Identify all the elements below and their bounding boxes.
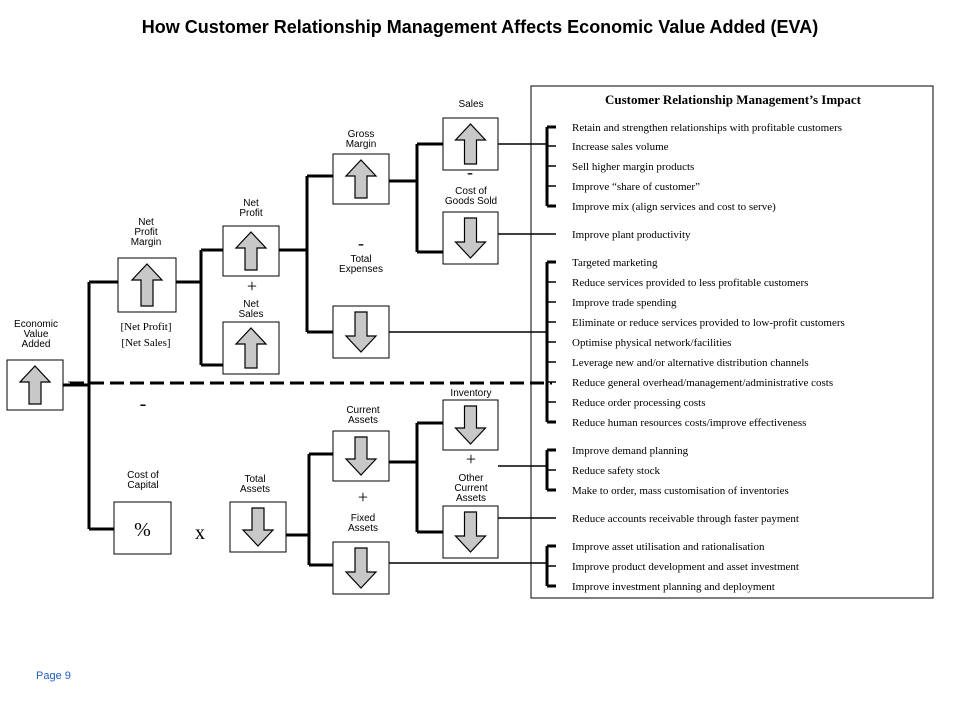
net-sales-node — [222, 321, 280, 375]
page-title: How Customer Relationship Management Aff… — [142, 17, 818, 37]
arrow-up-icon — [234, 327, 268, 369]
total-expenses-node — [332, 305, 390, 359]
impact-panel — [530, 85, 934, 599]
impact-item-inventory: Reduce safety stock — [572, 465, 660, 477]
net-profit-margin-node — [117, 257, 177, 313]
impact-item-inventory: Improve demand planning — [572, 445, 689, 457]
other-current-assets-node — [442, 505, 499, 559]
plus-operator-total-assets: + — [358, 487, 368, 507]
impact-item-expenses: Eliminate or reduce services provided to… — [572, 317, 845, 329]
impact-panel-title: Customer Relationship Management’s Impac… — [605, 92, 862, 107]
arrow-down-icon — [344, 436, 378, 476]
arrow-up-icon — [130, 263, 164, 307]
impact-item-expenses: Reduce order processing costs — [572, 397, 706, 409]
inventory-node — [442, 399, 499, 451]
sales-label: Sales — [458, 99, 483, 110]
impact-item-expenses: Leverage new and/or alternative distribu… — [572, 357, 809, 369]
impact-item-fixed: Improve investment planning and deployme… — [572, 581, 775, 593]
gross-margin-node — [332, 153, 390, 205]
cost-of-capital-box — [113, 501, 172, 555]
impact-item-inventory: Make to order, mass customisation of inv… — [572, 485, 789, 497]
impact-connectors — [389, 125, 556, 588]
minus-operator-total-expenses: - — [358, 233, 364, 253]
node-boxes: % — [6, 117, 499, 595]
arrow-up-icon — [234, 231, 268, 271]
arrow-down-icon — [454, 511, 487, 553]
impact-item-sales: Improve “share of customer” — [572, 181, 700, 193]
fixed-assets-node — [332, 541, 390, 595]
minus-operator-eva: - — [140, 393, 147, 415]
impact-item-sales: Increase sales volume — [572, 141, 669, 153]
impact-items: Retain and strengthen relationships with… — [572, 122, 845, 593]
impact-item-sales: Improve mix (align services and cost to … — [572, 201, 776, 213]
page-number: Page 9 — [36, 670, 71, 682]
eva-node — [6, 359, 64, 411]
equals-operator: = — [67, 374, 78, 396]
impact-item-expenses: Reduce human resources costs/improve eff… — [572, 417, 806, 429]
impact-item-expenses: Improve trade spending — [572, 297, 677, 309]
current-assets-node — [332, 430, 390, 482]
impact-item-expenses: Optimise physical network/facilities — [572, 337, 731, 349]
arrow-up-icon — [344, 159, 378, 199]
impact-item-expenses: Reduce services provided to less profita… — [572, 277, 808, 289]
impact-item-cogs: Improve plant productivity — [572, 229, 691, 241]
cogs-node — [442, 211, 499, 265]
arrow-down-icon — [241, 507, 275, 547]
arrow-down-icon — [344, 311, 378, 353]
arrow-down-icon — [454, 217, 487, 259]
percent-symbol: % — [134, 519, 151, 541]
net-profit-node — [222, 225, 280, 277]
formula-denominator: [Net Sales] — [121, 337, 170, 349]
impact-item-sales: Retain and strengthen relationships with… — [572, 122, 842, 134]
arrow-down-icon — [454, 405, 487, 445]
impact-item-expenses: Reduce general overhead/management/admin… — [572, 377, 833, 389]
impact-item-fixed: Improve asset utilisation and rationalis… — [572, 541, 765, 553]
formula-numerator: [Net Profit] — [120, 321, 171, 333]
arrow-down-icon — [344, 547, 378, 589]
impact-item-expenses: Targeted marketing — [572, 257, 658, 269]
impact-item-fixed: Improve product development and asset in… — [572, 561, 799, 573]
impact-item-sales: Sell higher margin products — [572, 161, 694, 173]
impact-item-other-current: Reduce accounts receivable through faste… — [572, 513, 799, 525]
plus-operator-net-profit: + — [247, 276, 257, 296]
cost-of-capital-node: % — [113, 501, 172, 555]
plus-operator-current-assets: + — [466, 449, 476, 469]
arrow-up-icon — [454, 123, 487, 165]
times-operator: x — [195, 522, 205, 544]
tree-connectors — [63, 142, 552, 567]
sales-node — [442, 117, 499, 171]
arrow-up-icon — [18, 365, 52, 405]
total-assets-node — [229, 501, 287, 553]
inventory-label: Inventory — [450, 388, 491, 399]
minus-operator-cogs: - — [467, 162, 473, 182]
